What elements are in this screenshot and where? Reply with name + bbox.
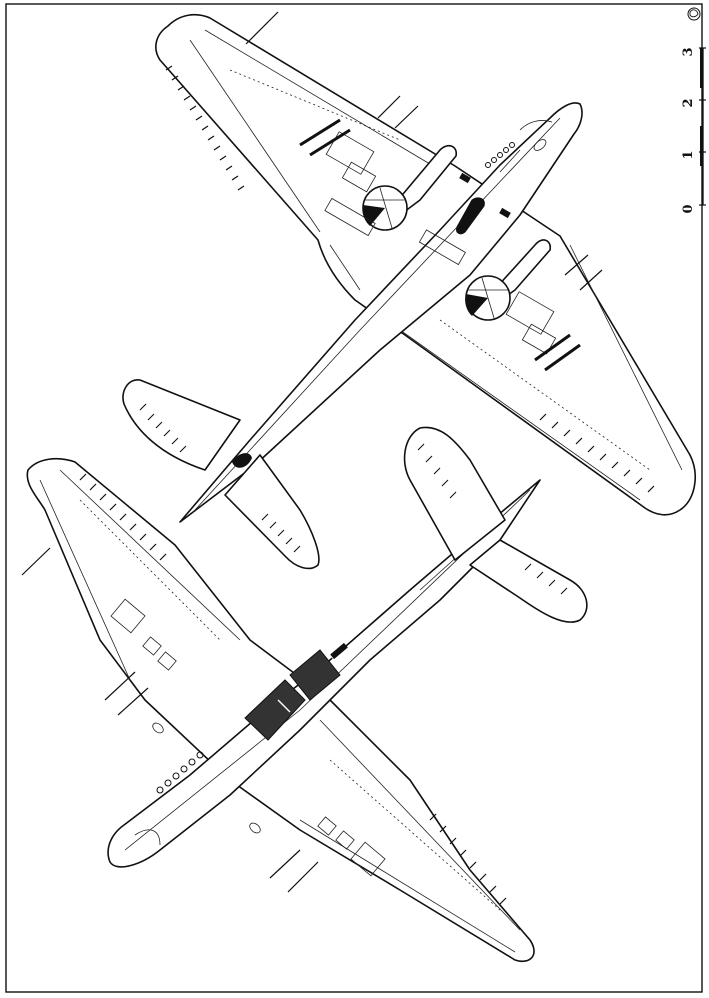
lower-glazed-panel [244, 642, 348, 741]
lower-left-aileron-ribs [79, 473, 167, 561]
upper-surface-view [122, 11, 696, 570]
sheet-border [5, 3, 703, 993]
lower-surface-view [21, 426, 588, 962]
svg-text:1: 1 [681, 150, 696, 159]
upper-left-engine-nacelle [362, 144, 458, 231]
lower-wing-hatches [110, 598, 386, 877]
upper-right-tailplane [224, 454, 320, 570]
lower-right-aileron-ribs [429, 813, 507, 905]
svg-text:0: 0 [681, 204, 696, 213]
lower-lower-tailplane [469, 539, 588, 623]
scale-label-3: 3 [681, 47, 696, 56]
upper-left-aileron-ribs [165, 65, 245, 191]
upper-right-engine-nacelle [465, 239, 552, 321]
upper-right-aileron-ribs [539, 413, 655, 493]
upper-cockpit-canopy [456, 197, 485, 235]
scale-label-1: 1 [681, 150, 696, 159]
svg-text:3: 3 [681, 47, 696, 56]
svg-text:2: 2 [681, 98, 696, 107]
scale-label-0: 0 [681, 204, 696, 213]
scale-bar: 0 1 2 3 [681, 47, 706, 214]
upper-wing-panels [324, 131, 557, 355]
corner-emblem-icon [687, 7, 701, 21]
upper-left-tailplane [122, 379, 241, 471]
scale-label-2: 2 [681, 98, 696, 107]
